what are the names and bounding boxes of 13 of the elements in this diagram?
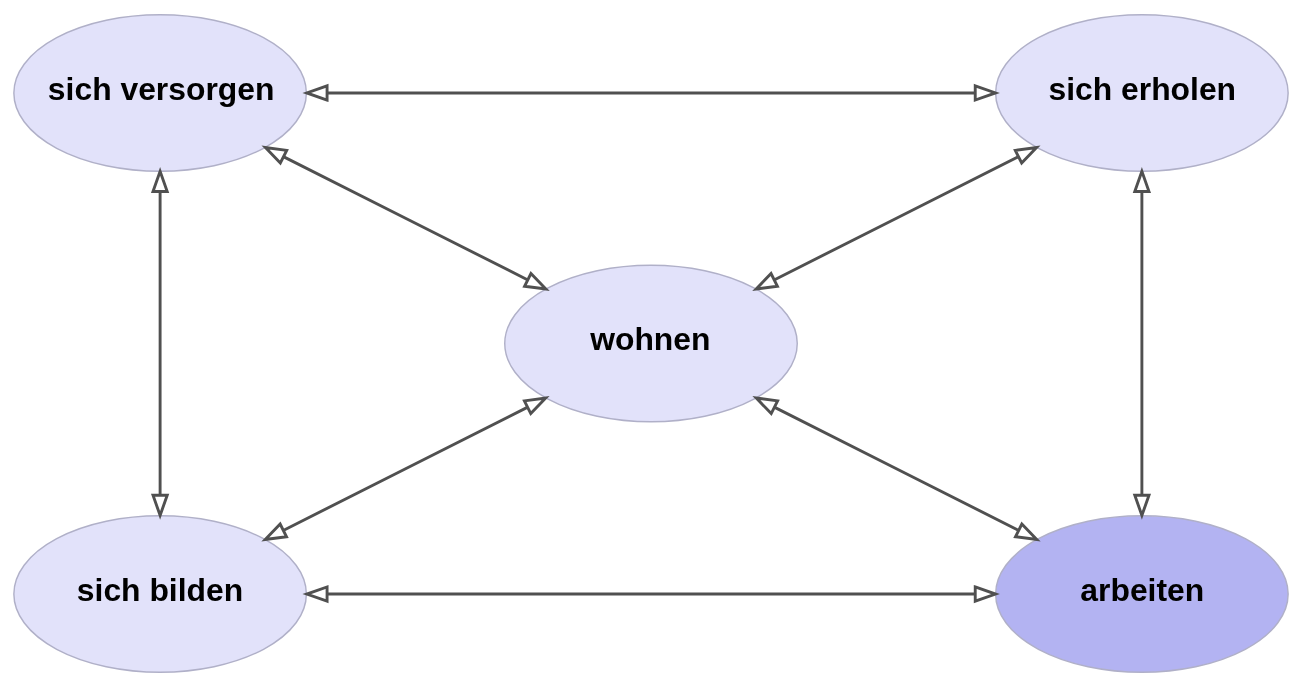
node-ellipse: sich versorgen [13,14,308,172]
node-ellipse: sich erholen [994,14,1289,172]
node-ellipse: sich bilden [13,515,308,673]
arrow [752,145,1041,291]
arrow [302,83,1000,103]
arrow [302,584,1000,604]
node-ellipse: arbeiten [994,515,1289,673]
arrow [150,166,170,520]
arrow [1132,166,1152,520]
arrow [261,145,550,291]
node-ellipse: wohnen [504,264,798,423]
arrow [261,396,550,542]
arrow [752,396,1041,542]
